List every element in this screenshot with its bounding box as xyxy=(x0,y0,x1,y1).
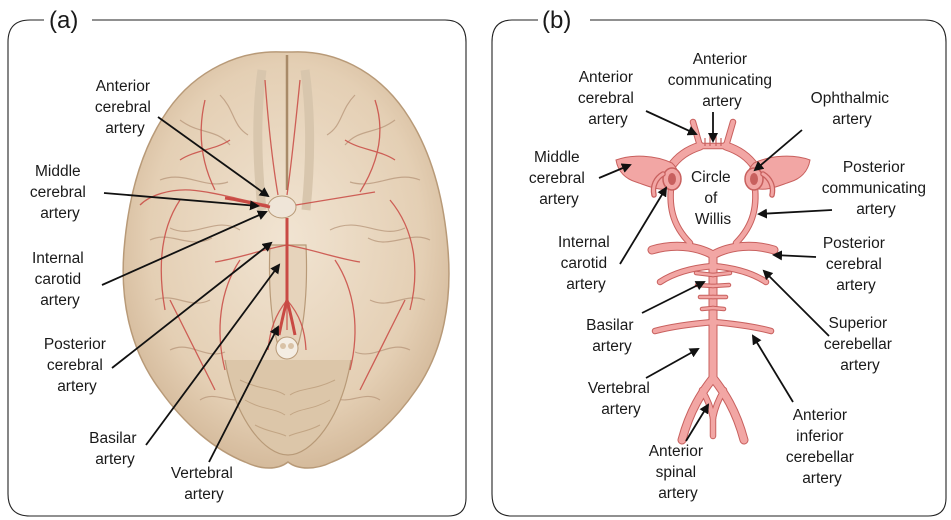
a-label-internal-carotid: Internal carotid artery xyxy=(32,250,88,309)
a-label-posterior-cerebral: Posterior cerebral artery xyxy=(44,336,110,395)
b-arrow-anterior-cerebral xyxy=(646,111,696,134)
b-label-internal-carotid: Internal carotid artery xyxy=(558,234,614,293)
b-arrow-basilar xyxy=(642,282,704,313)
b-label-posterior-communicating: Posterior communicating artery xyxy=(822,159,931,218)
b-arrow-anterior-inferior-cerebellar xyxy=(753,336,793,402)
b-label-anterior-cerebral: Anterior cerebral artery xyxy=(578,69,638,128)
brain-illustration xyxy=(123,52,449,468)
b-label-middle-cerebral: Middle cerebral artery xyxy=(529,149,589,208)
a-label-basilar: Basilar artery xyxy=(89,430,141,468)
b-label-posterior-cerebral: Posterior cerebral artery xyxy=(823,235,889,294)
b-arrow-vertebral xyxy=(646,349,698,378)
b-label-anterior-spinal: Anterior spinal artery xyxy=(649,443,708,502)
panel-a: (a) xyxy=(8,7,466,516)
a-label-anterior-cerebral: Anterior cerebral artery xyxy=(95,78,155,137)
a-label-middle-cerebral: Middle cerebral artery xyxy=(30,163,90,222)
b-label-superior-cerebellar: Superior cerebellar artery xyxy=(824,315,896,374)
b-arrow-superior-cerebellar xyxy=(764,271,829,336)
panel-b-label: (b) xyxy=(542,7,571,34)
b-arrow-posterior-cerebral xyxy=(774,255,816,257)
b-label-anterior-inferior-cerebellar: Anterior inferior cerebellar artery xyxy=(786,407,858,487)
b-label-anterior-communicating: Anterior communicating artery xyxy=(668,51,777,110)
b-label-circle-of-willis: Circle of Willis xyxy=(691,169,735,228)
b-label-ophthalmic: Ophthalmic artery xyxy=(811,90,894,128)
b-arrow-posterior-communicating xyxy=(759,210,832,214)
panel-a-label: (a) xyxy=(49,7,78,34)
a-label-vertebral: Vertebral artery xyxy=(171,465,237,503)
b-label-vertebral: Vertebral artery xyxy=(588,380,654,418)
panel-b: (b) xyxy=(492,7,946,516)
b-label-basilar: Basilar artery xyxy=(586,317,638,355)
